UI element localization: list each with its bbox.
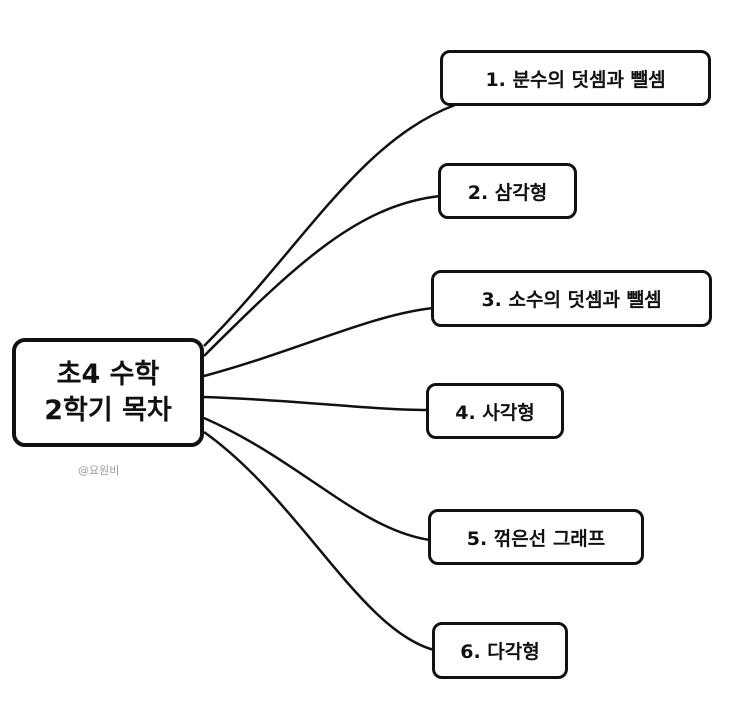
watermark: @요원비	[78, 464, 120, 477]
topic-node-1[interactable]: 1. 분수의 덧셈과 뺄셈	[440, 50, 711, 106]
topic-label: 1. 분수의 덧셈과 뺄셈	[485, 68, 666, 91]
topic-node-6[interactable]: 6. 다각형	[432, 622, 568, 679]
root-title-line1: 초4 수학	[56, 358, 160, 390]
topic-node-5[interactable]: 5. 꺾은선 그래프	[428, 509, 644, 565]
topic-label: 5. 꺾은선 그래프	[466, 527, 606, 550]
connector-2	[203, 194, 441, 357]
topic-label: 6. 다각형	[460, 641, 540, 663]
topic-label: 3. 소수의 덧셈과 뺄셈	[481, 289, 662, 311]
connector-1	[203, 103, 456, 347]
topic-node-2[interactable]: 2. 삼각형	[438, 163, 577, 219]
topic-node-4[interactable]: 4. 사각형	[426, 383, 564, 439]
connector-4	[203, 395, 429, 412]
root-node[interactable]: 초4 수학 2학기 목차	[12, 338, 204, 447]
connector-3	[203, 306, 434, 378]
topic-label: 4. 사각형	[455, 401, 535, 424]
root-title-line2: 2학기 목차	[44, 394, 172, 426]
topic-label: 2. 삼각형	[467, 181, 548, 204]
connector-6	[203, 430, 435, 652]
connector-5	[203, 416, 431, 542]
topic-node-3[interactable]: 3. 소수의 덧셈과 뺄셈	[431, 270, 712, 327]
